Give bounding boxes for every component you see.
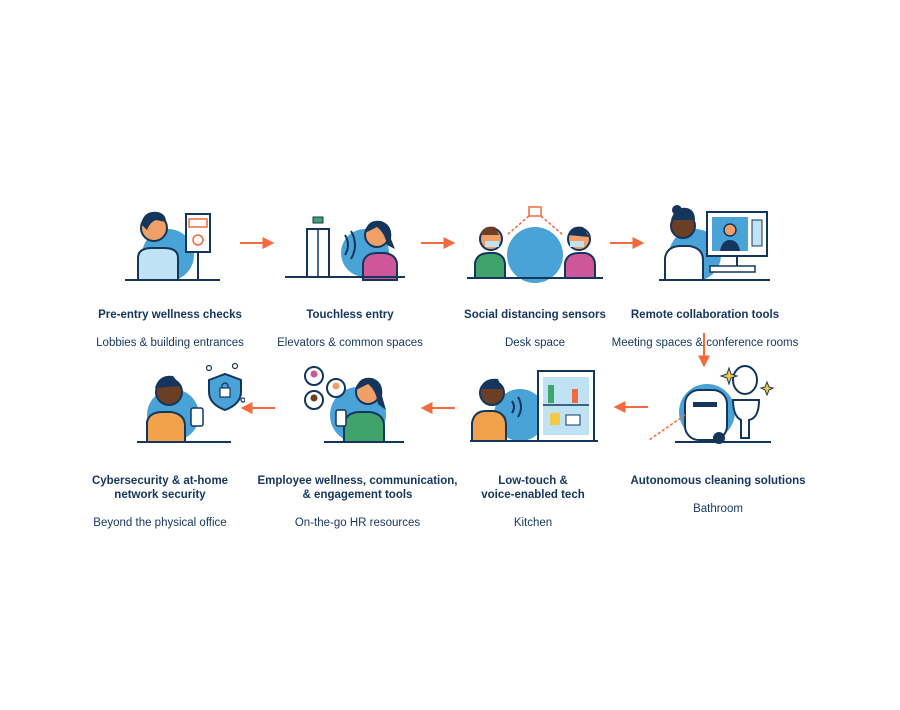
step-2-label: Touchless entry Elevators & common space…: [250, 294, 450, 364]
touchless-entry-icon: [285, 216, 405, 281]
step-4-title: Remote collaboration tools: [630, 309, 780, 321]
step-5-label: Autonomous cleaning solutions Bathroom: [618, 460, 818, 530]
wellness-check-icon: [125, 211, 220, 281]
step-7-title: Employee wellness, communication, & enga…: [257, 475, 458, 501]
step-1-subtitle: Lobbies & building entrances: [96, 337, 244, 349]
step-8-label: Cybersecurity & at-home network security…: [60, 460, 260, 544]
step-8-subtitle: Beyond the physical office: [93, 517, 227, 529]
step-6-title: Low-touch & voice-enabled tech: [481, 475, 585, 501]
step-4-label: Remote collaboration tools Meeting space…: [605, 294, 805, 364]
step-5-title: Autonomous cleaning solutions: [630, 475, 806, 487]
step-1-title: Pre-entry wellness checks: [98, 309, 242, 321]
step-7-subtitle: On-the-go HR resources: [294, 517, 421, 529]
voice-fridge-icon: [470, 370, 598, 442]
step-6-label: Low-touch & voice-enabled tech Kitchen: [433, 460, 633, 544]
cybersecurity-icon: [137, 362, 245, 443]
cleaning-robot-icon: [648, 365, 775, 444]
step-2-subtitle: Elevators & common spaces: [277, 337, 423, 349]
employee-app-icon: [304, 366, 404, 443]
step-3-subtitle: Desk space: [504, 337, 566, 349]
step-3-title: Social distancing sensors: [464, 309, 606, 321]
step-1-label: Pre-entry wellness checks Lobbies & buil…: [70, 294, 270, 364]
step-2-title: Touchless entry: [306, 309, 394, 321]
distancing-sensor-icon: [467, 206, 603, 283]
step-8-title: Cybersecurity & at-home network security: [91, 475, 229, 501]
step-6-subtitle: Kitchen: [513, 517, 553, 529]
step-7-label: Employee wellness, communication, & enga…: [245, 460, 470, 544]
step-4-subtitle: Meeting spaces & conference rooms: [611, 337, 799, 349]
step-5-subtitle: Bathroom: [693, 503, 743, 515]
step-3-label: Social distancing sensors Desk space: [435, 294, 635, 364]
remote-collaboration-icon: [659, 205, 770, 281]
